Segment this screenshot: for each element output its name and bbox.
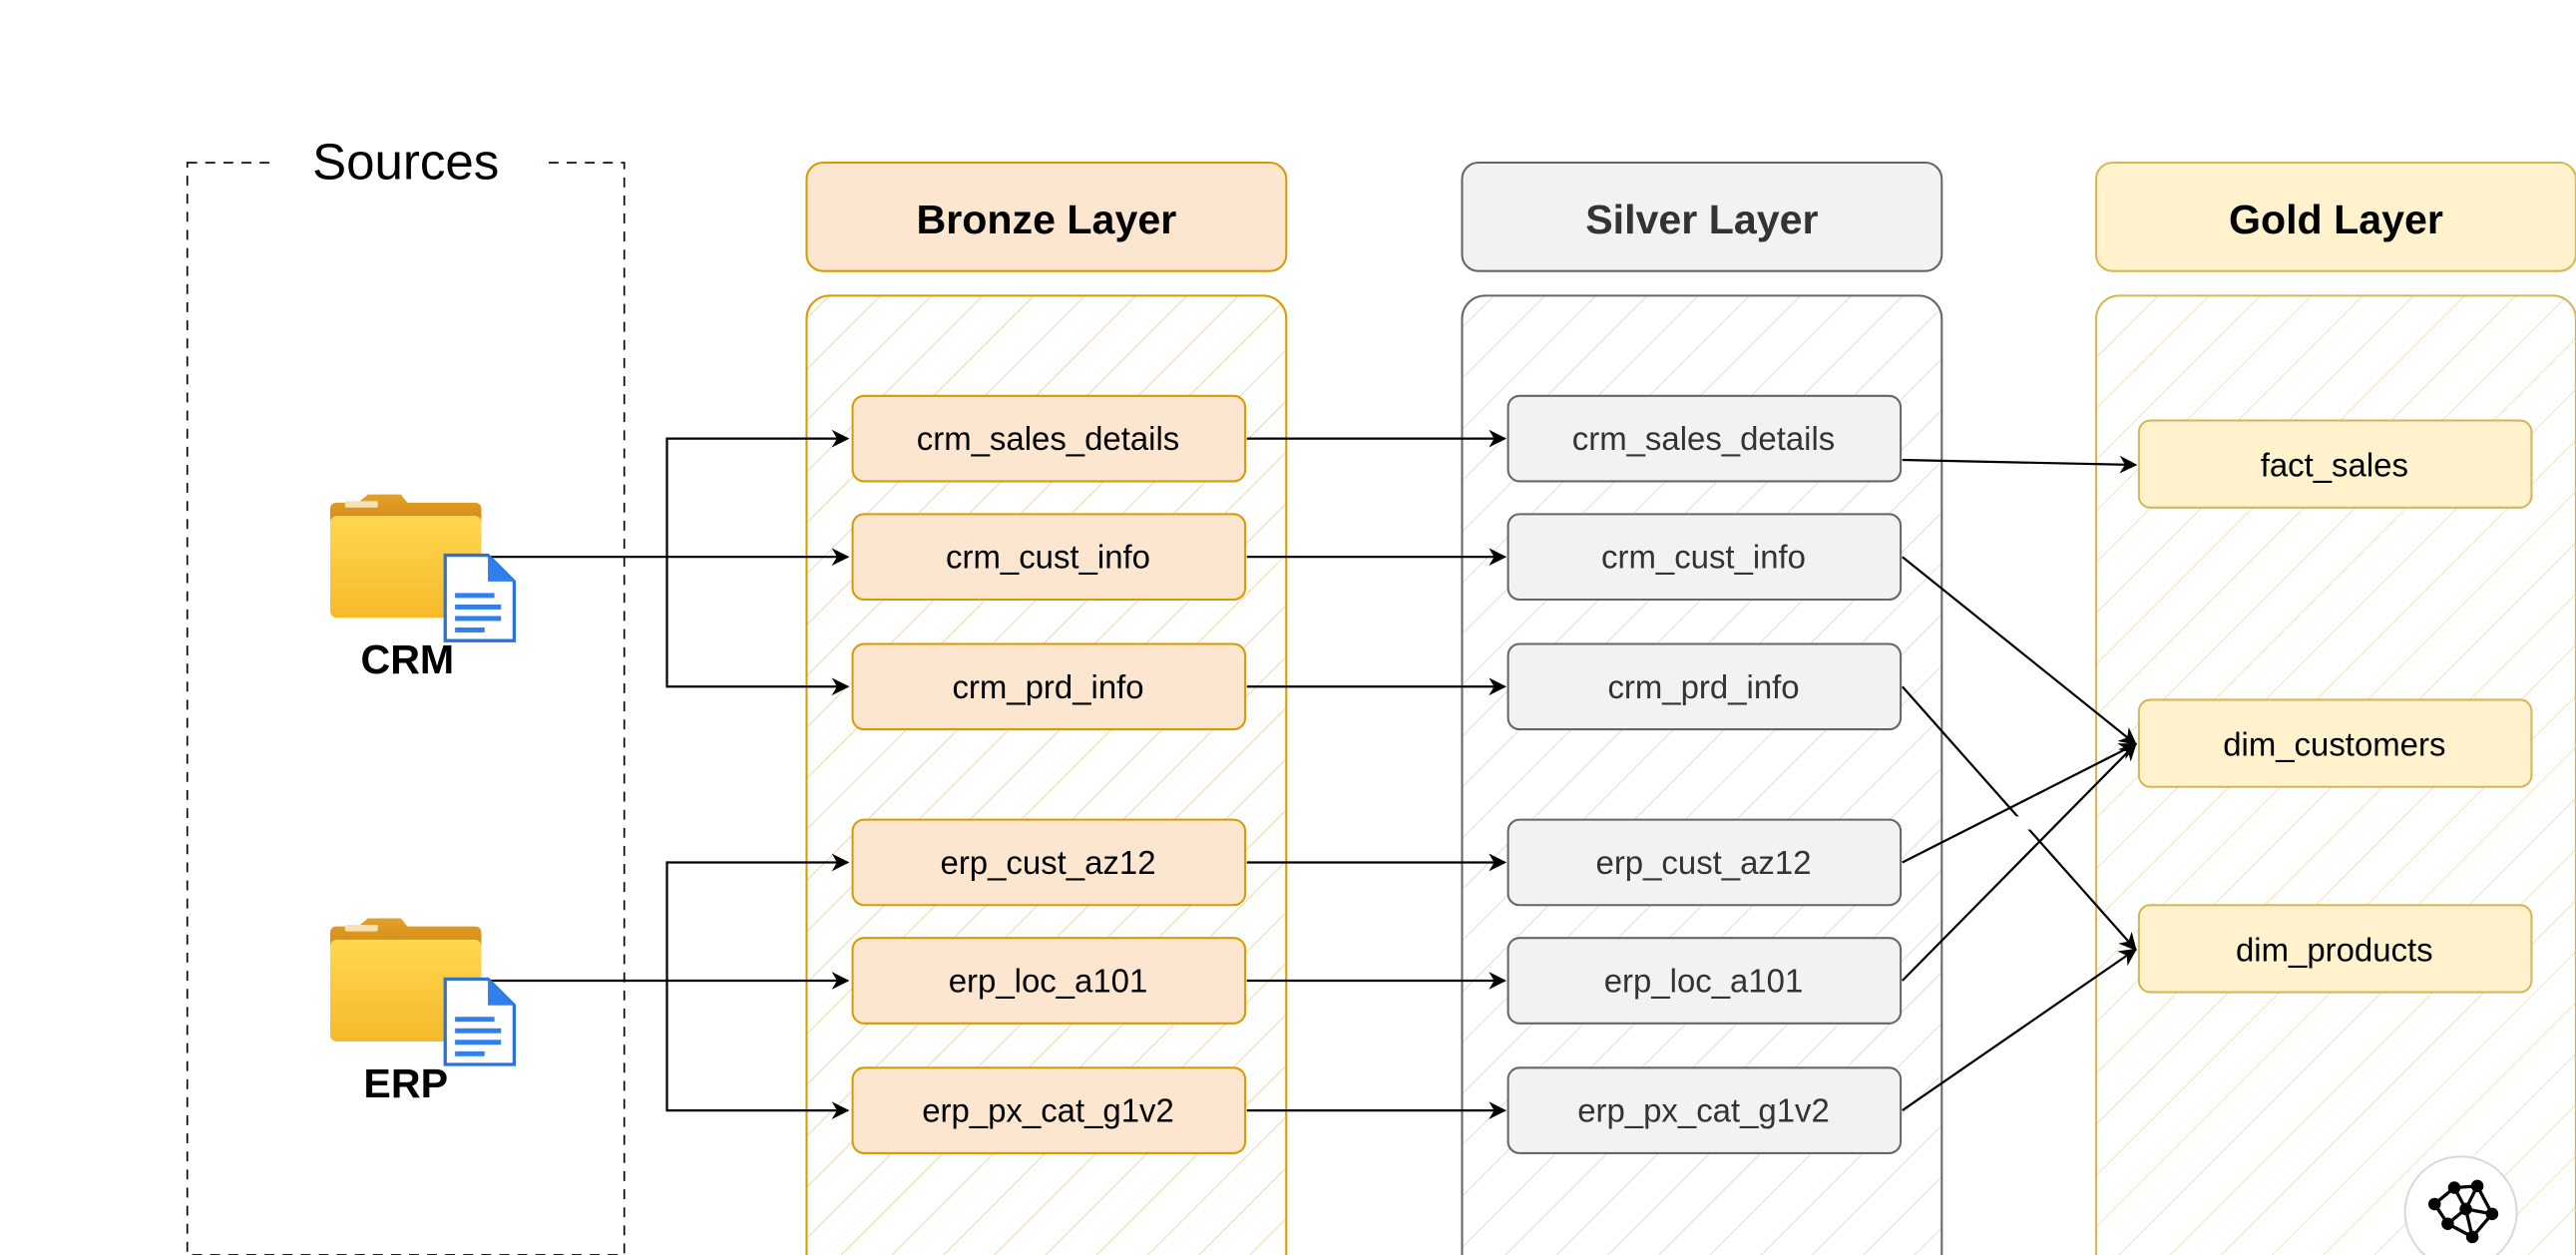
silver-node-erp-cust-az12-label: erp_cust_az12 (1596, 844, 1812, 881)
crm-source-label: CRM (360, 636, 454, 682)
edges-layer (489, 429, 2138, 1119)
bronze-nodes: crm_sales_details crm_cust_info crm_prd_… (851, 394, 1247, 1154)
sources-title-background (273, 131, 541, 195)
silver-nodes: crm_sales_details crm_cust_info crm_prd_… (1506, 394, 1903, 1154)
edge-crm-to-bronze-crm-prd-info (665, 557, 850, 696)
silver-node-erp-loc-a101-box (1506, 937, 1903, 1025)
gold-node-fact-sales: fact_sales (2137, 419, 2533, 509)
silver-layer-header (1461, 161, 1943, 272)
edge-silver-erp-cust-az12-to-dim-customers (1902, 742, 2138, 864)
bronze-node-crm-sales-details-label: crm_sales_details (917, 420, 1179, 457)
edge-crossing-gap (2015, 816, 2036, 830)
network-graph-icon (2428, 1179, 2499, 1244)
bronze-node-crm-prd-info-box (851, 642, 1247, 731)
bronze-layer-header (805, 161, 1288, 272)
silver-node-erp-px-cat-g1v2: erp_px_cat_g1v2 (1506, 1066, 1903, 1154)
gold-node-fact-sales-box (2137, 419, 2533, 509)
silver-node-erp-px-cat-g1v2-box (1506, 1066, 1903, 1154)
silver-node-crm-sales-details-label: crm_sales_details (1572, 420, 1836, 457)
silver-node-crm-cust-info: crm_cust_info (1506, 513, 1903, 602)
silver-node-erp-cust-az12: erp_cust_az12 (1506, 818, 1903, 907)
gold-node-dim-customers: dim_customers (2137, 698, 2533, 788)
silver-node-erp-cust-az12-box (1506, 818, 1903, 907)
bronze-node-crm-cust-info-box (851, 513, 1247, 602)
bronze-node-erp-cust-az12: erp_cust_az12 (851, 818, 1247, 907)
bronze-node-erp-loc-a101-box (851, 937, 1247, 1025)
silver-node-crm-prd-info: crm_prd_info (1506, 642, 1903, 731)
edge-erp-to-bronze-erp-cust-az12 (665, 853, 850, 982)
silver-node-crm-sales-details: crm_sales_details (1506, 394, 1903, 483)
bronze-node-crm-cust-info: crm_cust_info (851, 513, 1247, 602)
silver-node-crm-prd-info-box (1506, 642, 1903, 731)
silver-node-crm-sales-details-box (1506, 394, 1903, 483)
silver-node-erp-px-cat-g1v2-label: erp_px_cat_g1v2 (1577, 1092, 1830, 1129)
edge-silver-crm-cust-info-to-dim-customers (1902, 556, 2137, 746)
bronze-node-erp-px-cat-g1v2-label: erp_px_cat_g1v2 (922, 1092, 1174, 1129)
bronze-node-crm-cust-info-label: crm_cust_info (946, 539, 1150, 576)
gold-node-dim-customers-label: dim_customers (2223, 725, 2445, 762)
bronze-node-crm-sales-details-box (851, 394, 1247, 483)
gold-node-fact-sales-label: fact_sales (2261, 447, 2408, 484)
edge-erp-to-bronze-erp-px-cat-g1v2 (665, 981, 850, 1119)
edge-crm-to-bronze-crm-sales-details (665, 429, 850, 558)
edge-silver-erp-loc-a101-to-dim-customers (1901, 742, 2137, 982)
silver-layer-title: Silver Layer (1585, 197, 1818, 242)
sources-title: Sources (312, 133, 499, 190)
bronze-node-erp-px-cat-g1v2-box (851, 1066, 1247, 1154)
source-erp: ERP (329, 918, 517, 1106)
bronze-node-crm-sales-details: crm_sales_details (851, 394, 1247, 483)
edge-silver-erp-px-cat-g1v2-to-dim-products (1902, 948, 2138, 1112)
bronze-node-crm-prd-info: crm_prd_info (851, 642, 1247, 731)
folder-document-icon (329, 918, 517, 1066)
bronze-node-erp-cust-az12-box (851, 818, 1247, 907)
folder-document-icon (329, 494, 517, 642)
erp-source-label: ERP (363, 1060, 448, 1106)
gold-nodes: fact_sales dim_customers dim_products (2137, 419, 2533, 994)
silver-node-erp-loc-a101: erp_loc_a101 (1506, 937, 1903, 1025)
silver-node-crm-prd-info-label: crm_prd_info (1607, 668, 1799, 705)
sources-panel: Sources (186, 131, 626, 1255)
source-crm: CRM (329, 494, 517, 682)
gold-node-dim-customers-box (2137, 698, 2533, 788)
bronze-node-erp-loc-a101-label: erp_loc_a101 (949, 963, 1148, 1000)
edge-silver-to-gold-fact-sales (1902, 455, 2138, 474)
bronze-layer-title: Bronze Layer (917, 197, 1177, 242)
bronze-node-erp-loc-a101: erp_loc_a101 (851, 937, 1247, 1025)
gold-node-dim-products-label: dim_products (2236, 931, 2433, 968)
gold-node-dim-products: dim_products (2137, 904, 2533, 994)
network-graph-badge (2403, 1155, 2518, 1255)
silver-node-erp-loc-a101-label: erp_loc_a101 (1604, 963, 1804, 1000)
silver-node-crm-cust-info-box (1506, 513, 1903, 602)
silver-node-crm-cust-info-label: crm_cust_info (1601, 539, 1806, 576)
bronze-node-crm-prd-info-label: crm_prd_info (952, 668, 1143, 705)
gold-layer-title: Gold Layer (2229, 197, 2443, 242)
gold-node-dim-products-box (2137, 904, 2533, 994)
bronze-node-erp-cust-az12-label: erp_cust_az12 (941, 844, 1156, 881)
bronze-node-erp-px-cat-g1v2: erp_px_cat_g1v2 (851, 1066, 1247, 1154)
